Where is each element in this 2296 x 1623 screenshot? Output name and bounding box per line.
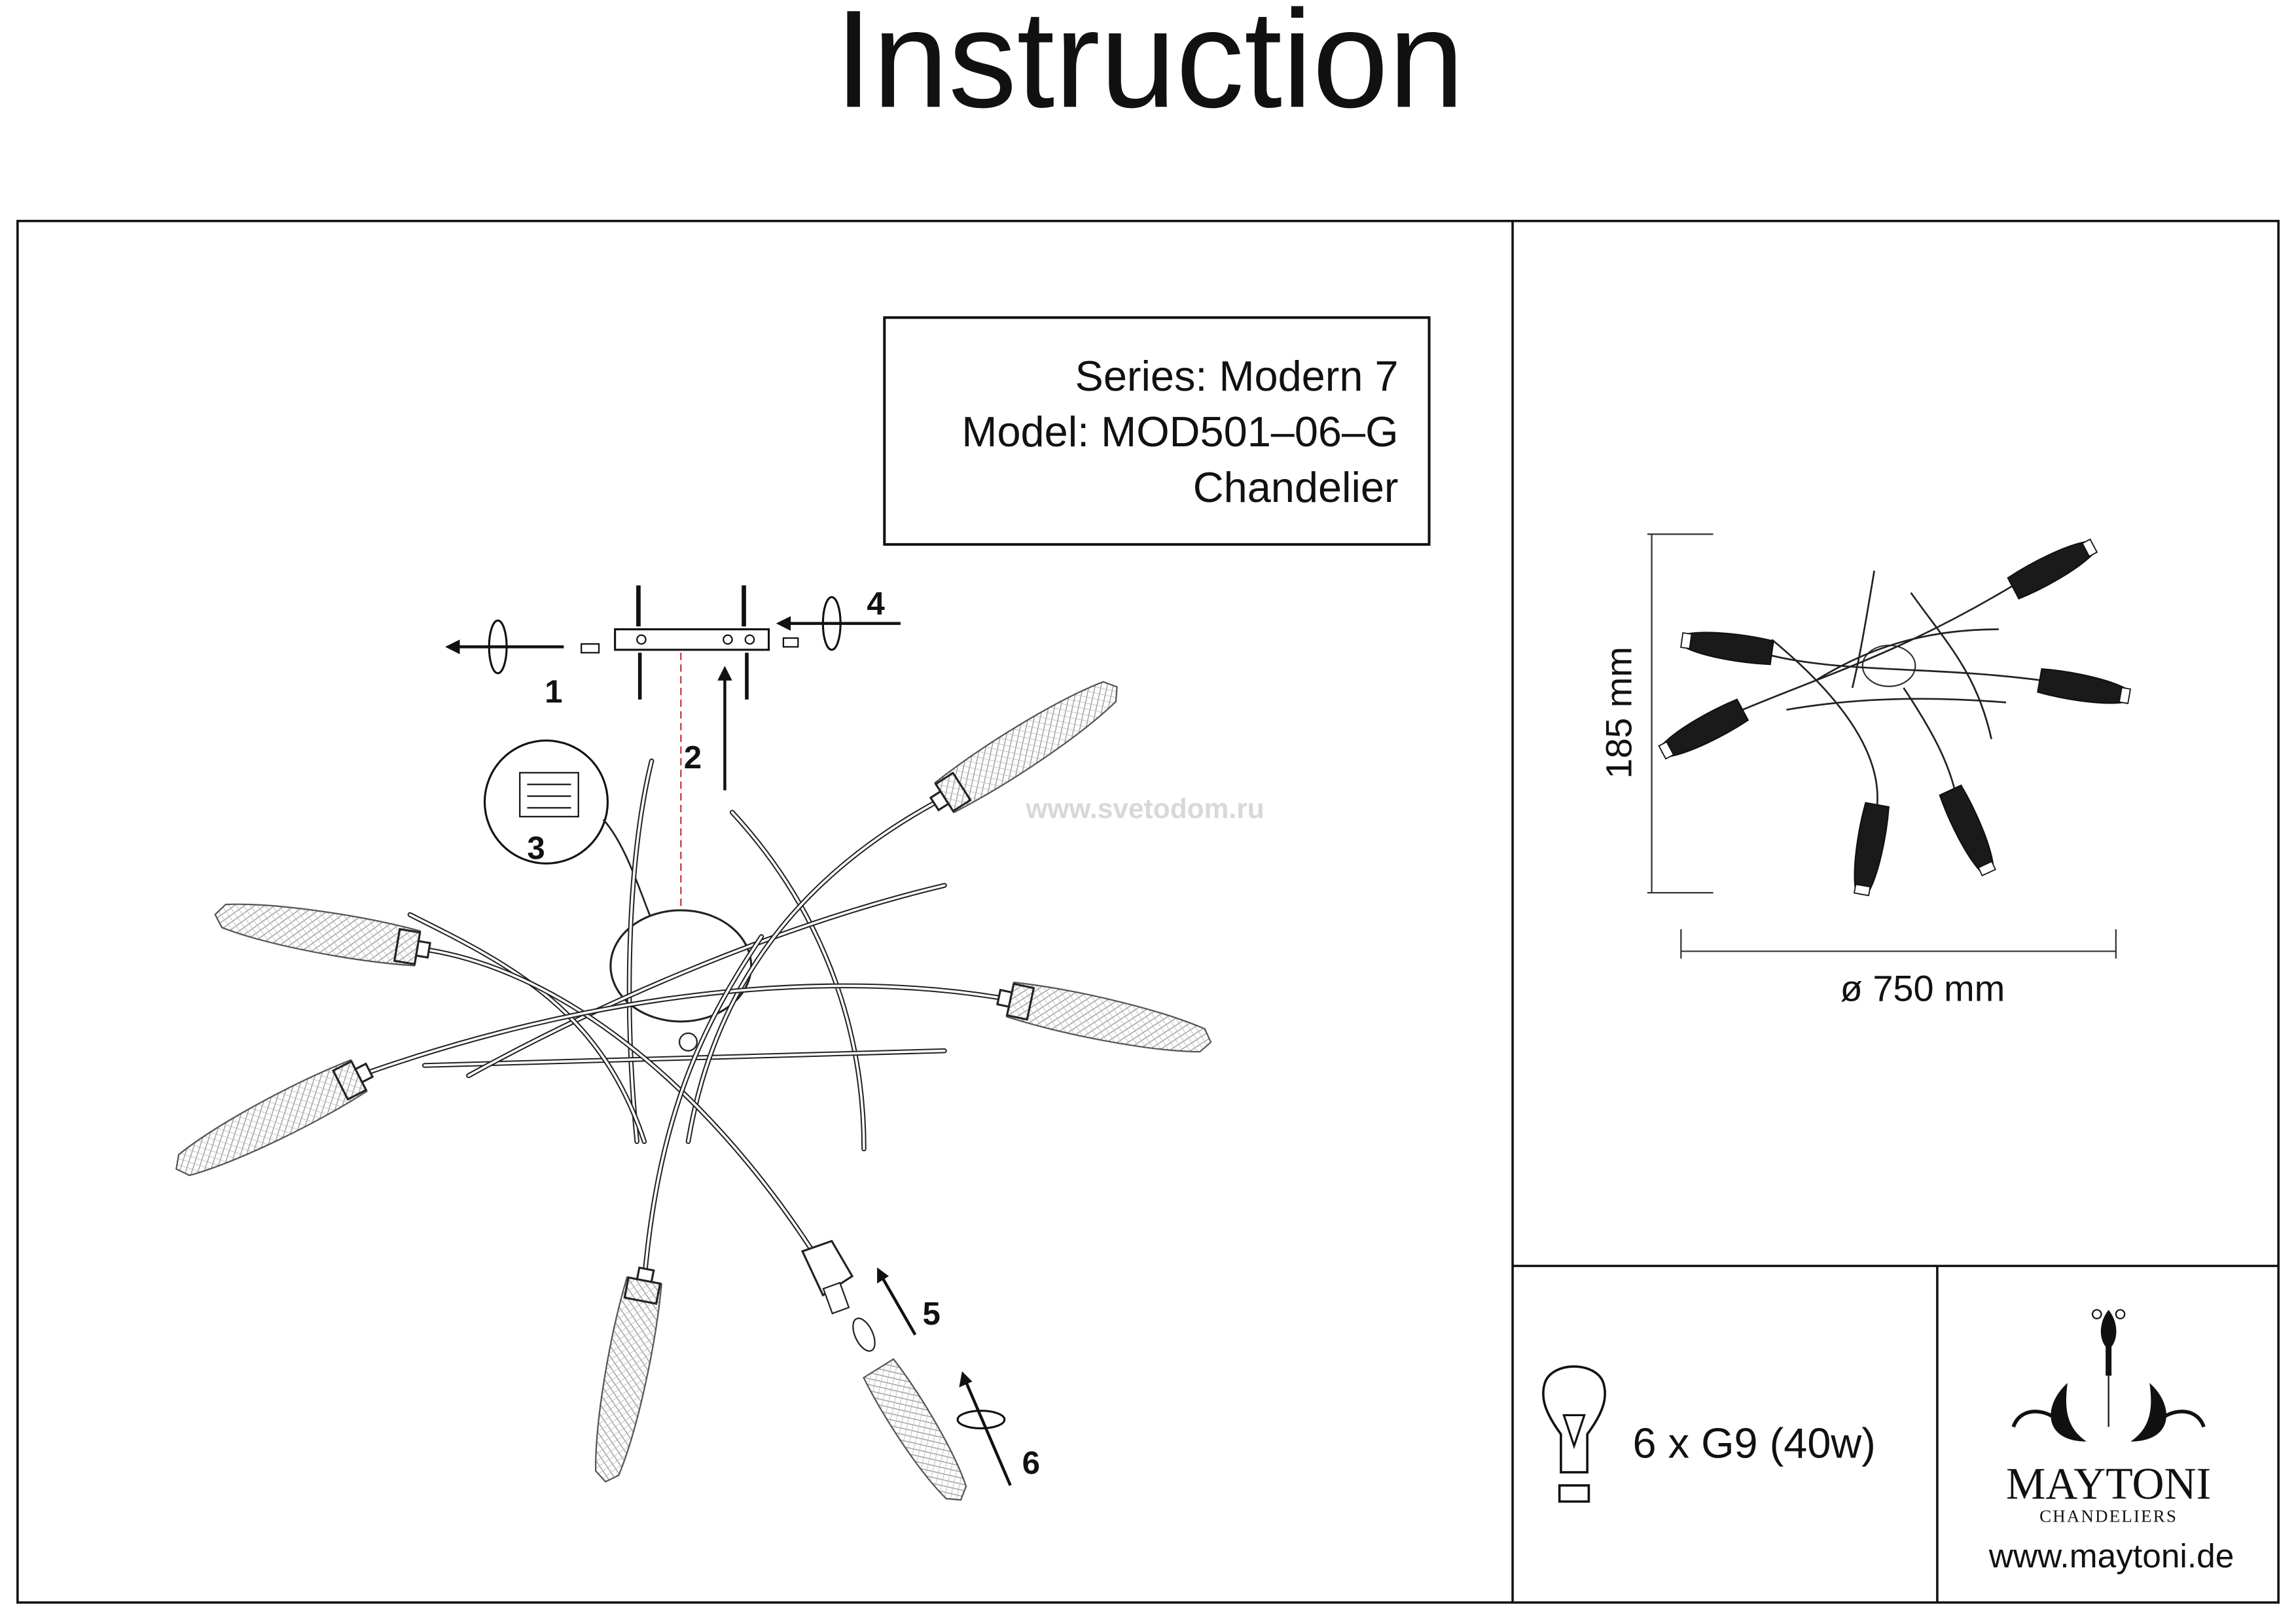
info-box: Series: Modern 7 Model: MOD501–06–G Chan… [883,316,1431,546]
shade-icon [1679,626,1774,667]
height-dimension: 185 mm [1598,647,1639,779]
shade-icon [1655,697,1749,765]
step-number-6: 6 [1022,1445,1040,1481]
shade-icon [2036,666,2132,710]
brand-website: www.maytoni.de [1988,1537,2234,1575]
brand-name: MAYTONI [2006,1458,2211,1508]
light-bulb-icon [1542,1365,1606,1503]
watermark: www.svetodom.ru [1025,794,1264,825]
step-number-3: 3 [527,830,545,866]
brand-logo: MAYTONI CHANDELIERS www.maytoni.de [1988,1309,2234,1575]
step-number-4: 4 [867,586,885,622]
chandelier-logo-icon [2011,1309,2206,1442]
glass-shade [210,893,434,972]
chandelier-arms [356,758,1013,1283]
shade-icon [1848,802,1892,898]
chandelier-assembly-drawing: 1 2 3 4 5 6 [166,585,1217,1501]
glass-shade [166,1050,380,1189]
step-number-1: 1 [545,673,562,709]
wiring-detail-inset [483,739,660,937]
step-number-5: 5 [922,1296,940,1332]
page-title: Instruction [834,0,1464,137]
glass-shade [584,1264,668,1487]
dimension-drawing: 185 mm ø 750 mm [1598,533,2132,1009]
product-type-label: Chandelier [1193,463,1399,511]
model-label: Model: MOD501–06–G [961,408,1398,455]
mounting-bracket [581,585,799,700]
page-frame [16,219,2280,1604]
series-label: Series: Modern 7 [1075,352,1399,400]
shade-icon [2006,533,2101,601]
shade-icon [1937,783,2001,879]
glass-shade-detached [863,1358,967,1501]
brand-tagline: CHANDELIERS [2039,1507,2178,1526]
bulb-spec: 6 x G9 (40w) [1542,1365,1876,1503]
glass-shade [993,975,1217,1064]
bulb-spec-label: 6 x G9 (40w) [1633,1419,1876,1467]
step-number-2: 2 [684,740,702,776]
diameter-dimension: ø 750 mm [1840,968,2005,1009]
